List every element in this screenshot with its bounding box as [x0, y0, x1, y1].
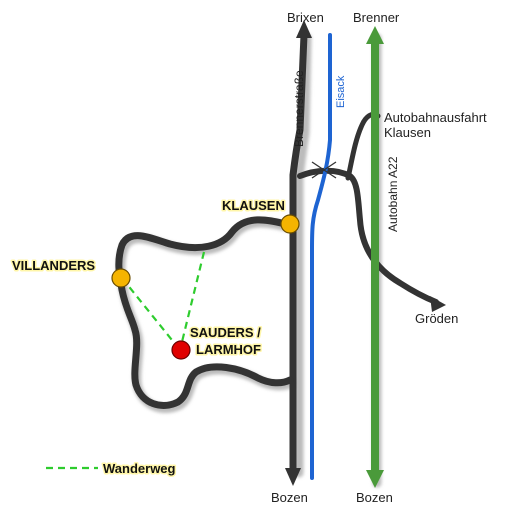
brennerstrasse-road — [285, 20, 312, 486]
eisack-label: Eisack — [335, 75, 347, 108]
sauders-label: SAUDERS / — [190, 325, 261, 340]
exit-access-road — [297, 167, 439, 305]
arrow-brixen — [296, 20, 312, 38]
autobahn-label: Autobahn A22 — [386, 156, 400, 232]
brennerstrasse-label: Brennerstraße — [292, 70, 306, 147]
sauders-label-2: LARMHOF — [196, 342, 261, 357]
arrow-bozen-motorway — [366, 470, 384, 488]
sauders-marker[interactable] — [171, 340, 191, 360]
brixen-label: Brixen — [287, 10, 324, 25]
motorway-a22 — [366, 26, 384, 488]
bridge-marks — [311, 161, 337, 179]
legend-wanderweg-label: Wanderweg — [103, 461, 176, 476]
autobahnausfahrt-label: Autobahnausfahrt — [384, 110, 487, 125]
arrow-bozen-road — [285, 468, 301, 486]
klausen-marker[interactable] — [280, 214, 300, 234]
hiking-trails — [121, 251, 206, 351]
klausen-label: KLAUSEN — [222, 198, 285, 213]
villanders-marker[interactable] — [111, 268, 131, 288]
arrow-groeden — [430, 296, 446, 312]
bozen-road-label: Bozen — [271, 490, 308, 505]
villanders-loop-road — [115, 216, 294, 409]
groeden-label: Gröden — [415, 311, 458, 326]
autobahnausfahrt-label-2: Klausen — [384, 125, 431, 140]
brenner-label: Brenner — [353, 10, 400, 25]
arrow-brenner — [366, 26, 384, 44]
eisack-river — [310, 33, 332, 480]
villanders-label: VILLANDERS — [12, 258, 95, 273]
bozen-motorway-label: Bozen — [356, 490, 393, 505]
legend: Wanderweg — [46, 460, 177, 478]
